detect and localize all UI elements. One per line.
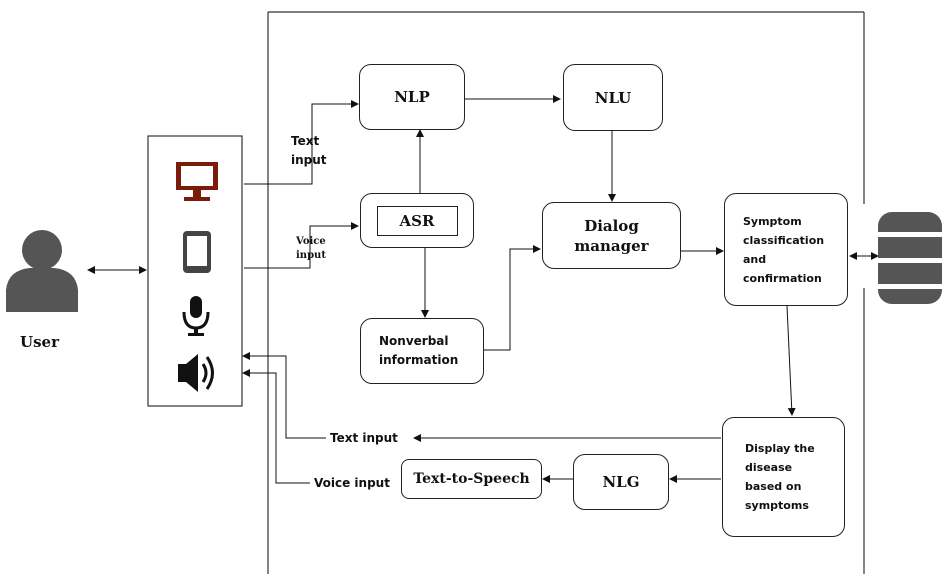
- nonverbal-label-line1: Nonverbal: [379, 334, 449, 348]
- microphone-icon: [182, 296, 210, 336]
- text-input-label-line2: input: [291, 153, 327, 167]
- display-label-line2: disease: [745, 461, 793, 474]
- tts-node: Text-to-Speech: [401, 459, 542, 499]
- text-input-output-label: Text input: [330, 431, 398, 445]
- nlu-node: NLU: [563, 64, 663, 131]
- text-input-label-line1: Text: [291, 134, 320, 148]
- text-output-to-speaker-arrow: [242, 352, 326, 439]
- voice-output-to-speaker-arrow: [242, 369, 310, 484]
- asr-label: ASR: [399, 211, 435, 230]
- nlg-label: NLG: [602, 473, 640, 491]
- asr-node: ASR: [360, 193, 474, 248]
- nlp-label: NLP: [394, 88, 430, 106]
- voice-input-label-line2: input: [296, 250, 326, 261]
- voice-input-output-label: Voice input: [314, 476, 390, 490]
- voice-input-label-line1: Voice: [296, 236, 326, 247]
- monitor-icon: [176, 162, 218, 201]
- symptom-label-line2: classification: [743, 233, 825, 247]
- tablet-icon: [183, 231, 211, 273]
- symptom-label-line4: confirmation: [743, 271, 822, 285]
- system-frame: [267, 11, 865, 574]
- database-icon: [878, 212, 942, 304]
- dialog-manager-label-line2: manager: [574, 236, 649, 255]
- dialog-manager-label-line1: Dialog: [584, 216, 639, 235]
- display-disease-node: Display the disease based on symptoms: [722, 417, 845, 537]
- symptom-label-line1: Symptom: [743, 214, 802, 228]
- nlp-node: NLP: [359, 64, 465, 130]
- user-label: User: [20, 333, 59, 351]
- symptom-label-line3: and: [743, 252, 767, 266]
- display-label-line1: Display the: [745, 442, 815, 455]
- display-label-line4: symptoms: [745, 499, 809, 512]
- nlu-label: NLU: [594, 88, 632, 107]
- voice-input-arrow: [244, 222, 359, 269]
- asr-inner-frame: ASR: [376, 205, 458, 236]
- dialog-manager-node: Dialog manager: [542, 202, 681, 269]
- speaker-icon: [178, 354, 214, 392]
- symptom-classification-node: Symptom classification and confirmation: [724, 193, 848, 306]
- nlg-node: NLG: [573, 454, 669, 510]
- tts-label: Text-to-Speech: [413, 471, 530, 487]
- text-input-arrow: [244, 100, 359, 185]
- user-icon: [6, 230, 78, 312]
- nonverbal-to-dialog-arrow: [484, 245, 541, 351]
- symptom-to-display-arrow: [786, 305, 796, 416]
- nonverbal-node: Nonverbal information: [360, 318, 484, 384]
- display-label-line3: based on: [745, 480, 802, 493]
- nonverbal-label-line2: information: [379, 353, 459, 367]
